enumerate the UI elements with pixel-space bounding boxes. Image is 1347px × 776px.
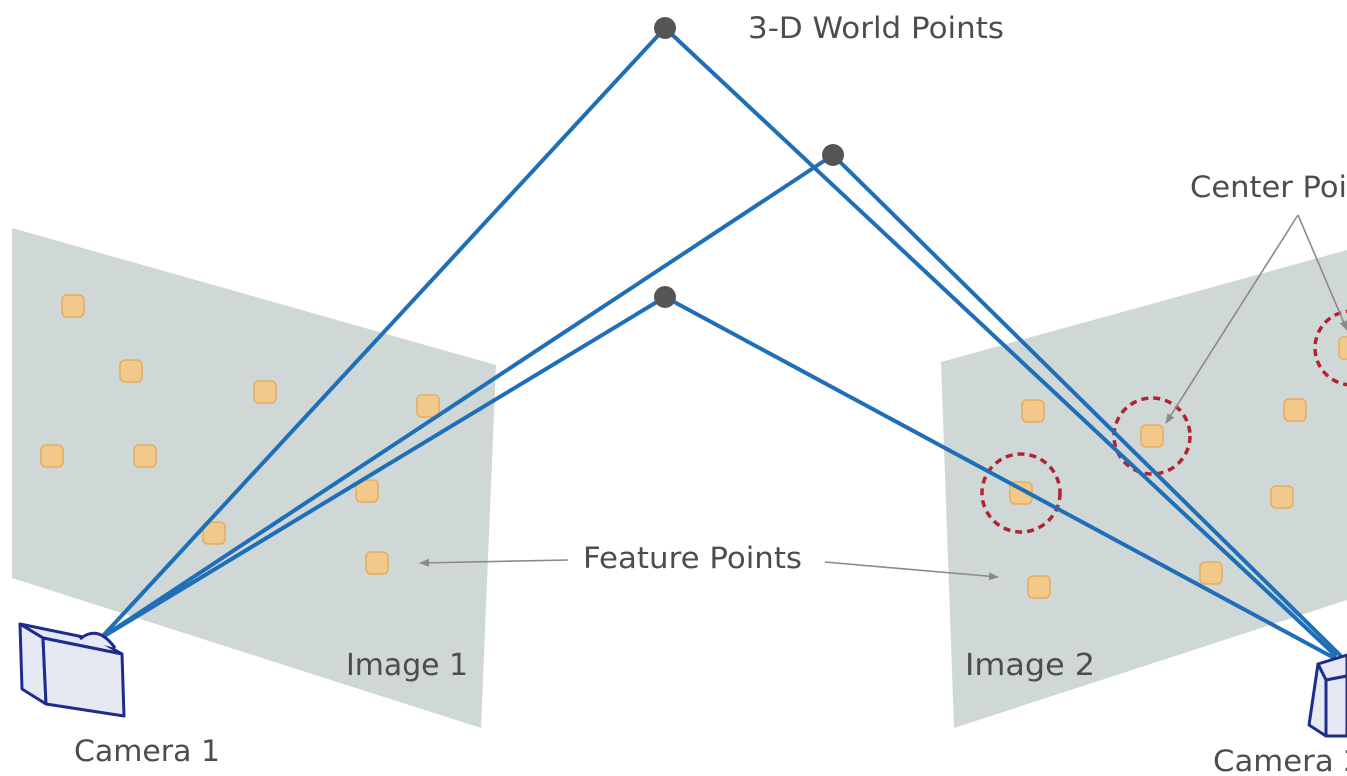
feature-point	[119, 359, 143, 383]
camera-2-label: Camera 2	[1213, 744, 1347, 776]
feature-point	[1027, 575, 1051, 599]
ray	[831, 153, 1342, 657]
world-points	[654, 17, 844, 308]
camera-1-label: Camera 1	[74, 734, 220, 768]
feature-points-label: Feature Points	[583, 541, 802, 575]
camera-1-icon	[18, 622, 126, 718]
center-point-circle	[1112, 396, 1192, 476]
world-points-label: 3-D World Points	[748, 11, 1004, 45]
center-point-circle	[980, 452, 1062, 534]
feature-point	[202, 521, 226, 545]
image-1-feature-points	[40, 294, 440, 575]
annotation-arrows	[419, 214, 1347, 581]
image-2-feature-points	[1009, 336, 1347, 599]
world-point	[822, 144, 844, 166]
ray	[99, 295, 667, 640]
feature-point	[133, 444, 157, 468]
feature-point	[1270, 485, 1294, 509]
center-point-highlights	[980, 309, 1347, 534]
feature-point	[1021, 399, 1045, 423]
ray	[663, 26, 1337, 657]
feature-point	[61, 294, 85, 318]
center-arrow-left	[1165, 214, 1299, 424]
feature-arrow-left	[419, 558, 569, 567]
camera-2-icon	[1307, 653, 1347, 738]
feature-point	[1338, 336, 1347, 360]
center-points-label: Center Poi	[1190, 170, 1347, 204]
feature-arrow-right	[824, 561, 999, 581]
image-2-label: Image 2	[965, 648, 1095, 683]
feature-point	[253, 380, 277, 404]
feature-point	[416, 394, 440, 418]
center-arrow-right	[1297, 214, 1347, 331]
world-point	[654, 17, 676, 39]
feature-point	[1283, 398, 1307, 422]
feature-point	[355, 479, 379, 503]
ray	[99, 26, 667, 640]
feature-point	[40, 444, 64, 468]
feature-point	[365, 551, 389, 575]
ray	[99, 153, 835, 640]
world-point	[654, 286, 676, 308]
image-1-label: Image 1	[346, 648, 468, 683]
feature-point	[1140, 424, 1164, 448]
feature-point	[1199, 561, 1223, 585]
ray	[663, 295, 1340, 662]
projection-rays	[99, 26, 1342, 662]
